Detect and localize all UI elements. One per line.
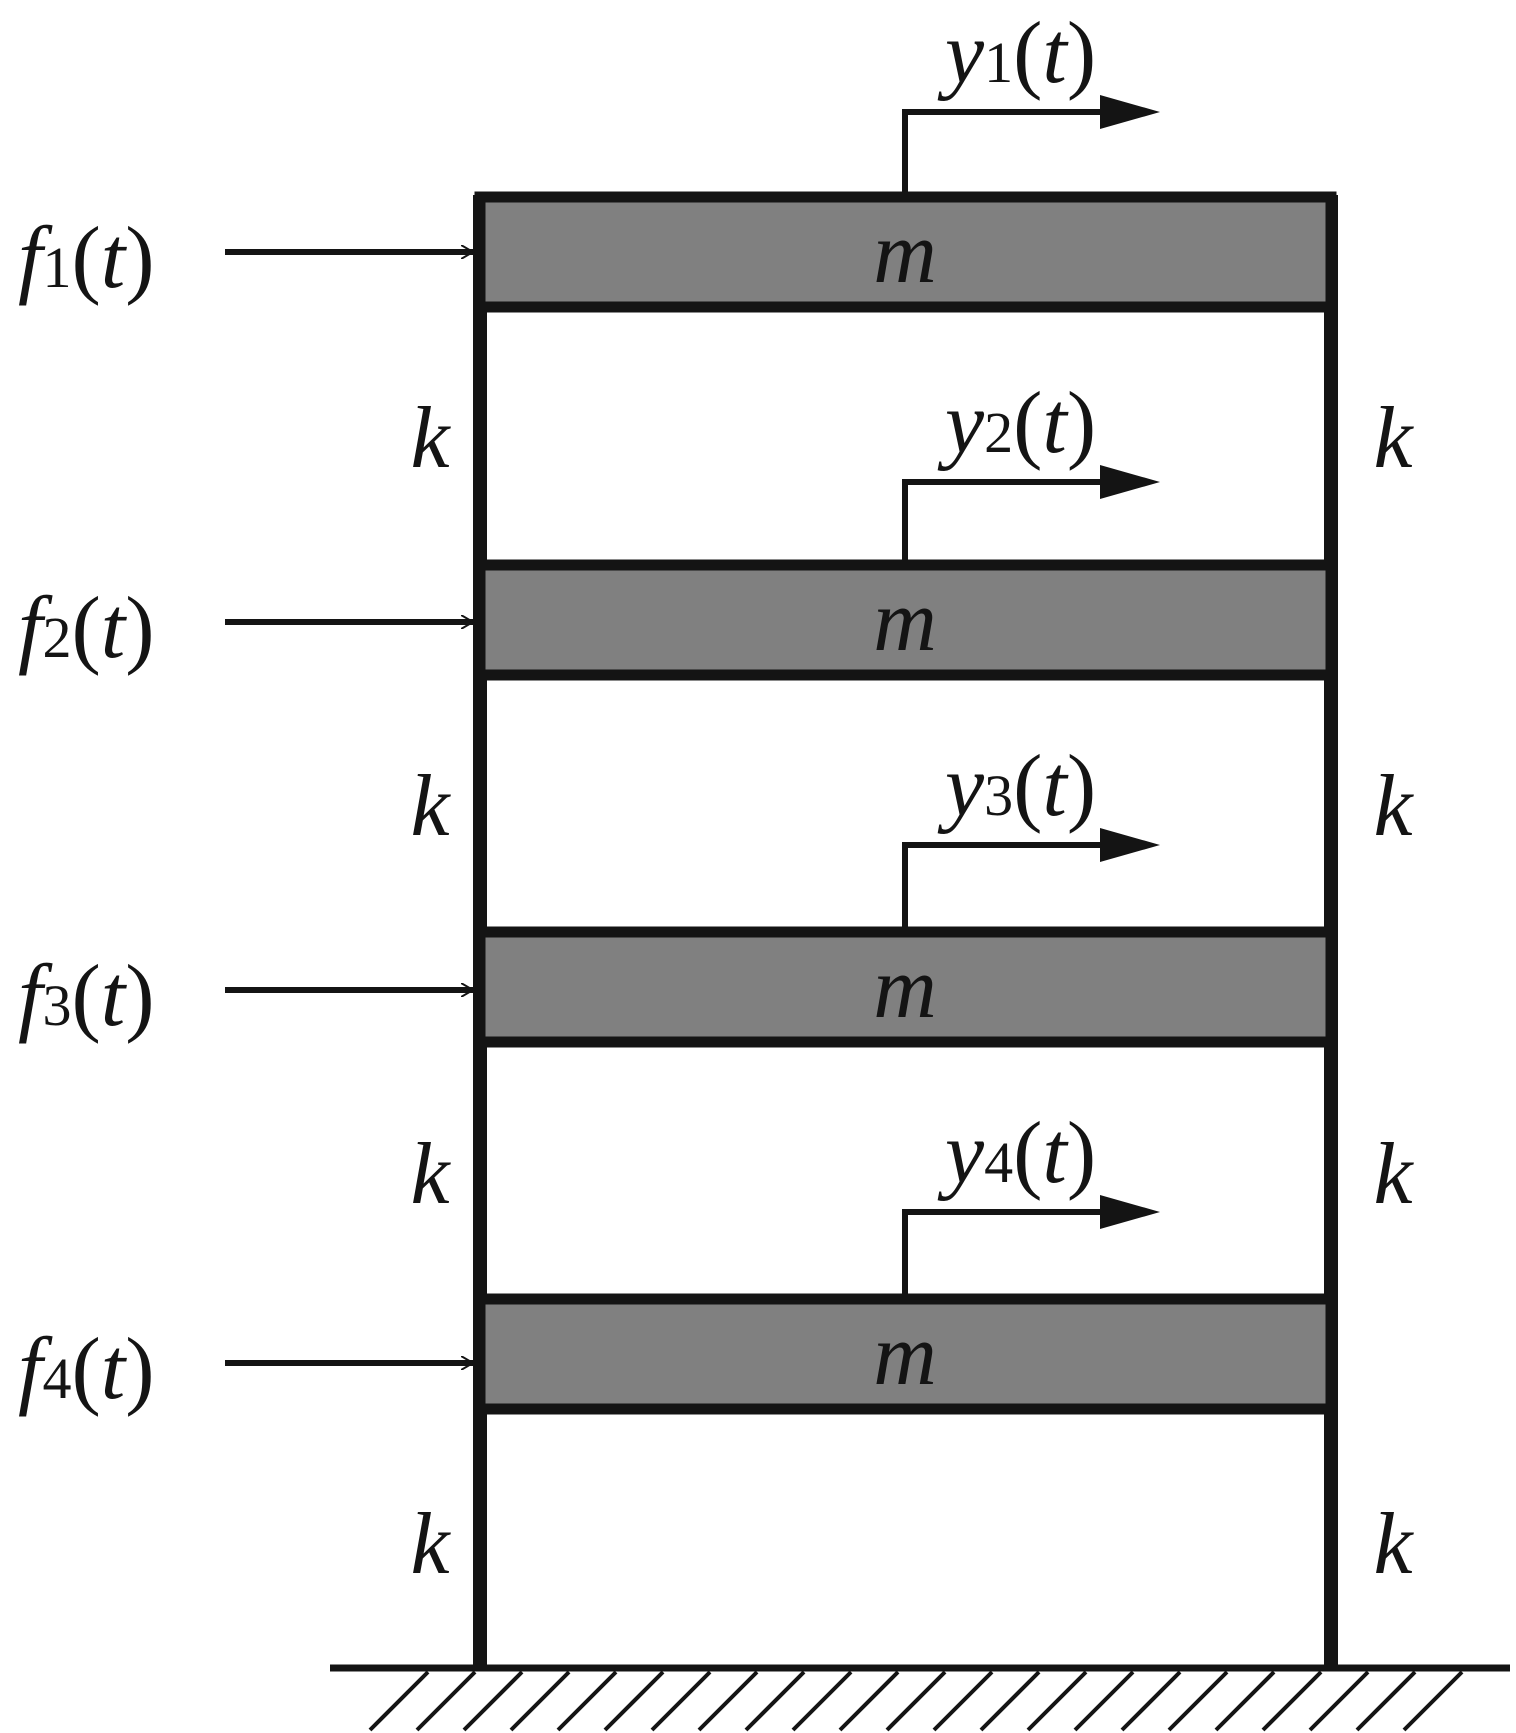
force-2: f2(t) [18,580,473,677]
hatch-line [556,1670,618,1732]
floor-2: m [474,559,1337,681]
ground-support [330,1664,1510,1732]
hatch-line [885,1670,947,1732]
floor-3: m [474,926,1337,1048]
hatch-line [1120,1670,1182,1732]
force-label-1: f1(t) [18,210,155,307]
hatch-line [1214,1670,1276,1732]
displacement-label-2: y2(t) [937,375,1096,472]
displacement-stem-2 [902,479,1110,565]
floor-1: m [474,191,1337,313]
displacement-stem-3 [902,842,1110,932]
mass-label-2: m [873,573,937,670]
hatch-line [509,1670,571,1732]
displacement-2: y2(t) [902,375,1160,565]
stiffness-left-2: k [410,758,451,855]
displacement-1: y1(t) [902,5,1160,197]
hatch-line [838,1670,900,1732]
hatch-line [1308,1670,1370,1732]
force-label-3: f3(t) [18,948,155,1045]
stiffness-right-3: k [1373,1126,1414,1223]
stiffness-right-4: k [1373,1496,1414,1593]
mass-label-4: m [873,1307,937,1404]
stiffness-left-4: k [410,1496,451,1593]
stiffness-left-1: k [410,390,451,487]
hatch-line [979,1670,1041,1732]
displacement-4: y4(t) [902,1105,1160,1299]
displacement-3: y3(t) [902,738,1160,932]
mass-label-1: m [873,205,937,302]
hatch-line [650,1670,712,1732]
hatch-line [1073,1670,1135,1732]
force-label-4: f4(t) [18,1321,155,1418]
force-label-2: f2(t) [18,580,155,677]
hatch-line [415,1670,477,1732]
displacement-label-1: y1(t) [937,5,1096,102]
displacement-stem-4 [902,1209,1110,1299]
displacement-stem-1 [902,109,1110,197]
hatch-line [1402,1670,1464,1732]
hatch-line [1355,1670,1417,1732]
hatch-line [697,1670,759,1732]
displacement-arrowhead-2 [1100,465,1160,499]
hatch-line [462,1670,524,1732]
force-4: f4(t) [18,1321,473,1418]
hatch-line [932,1670,994,1732]
force-1: f1(t) [18,210,473,307]
stiffness-left-3: k [410,1126,451,1223]
hatch-line [791,1670,853,1732]
hatch-line [1026,1670,1088,1732]
mass-block-1 [474,191,1337,313]
hatch-line [1167,1670,1229,1732]
displacement-arrowhead-3 [1100,828,1160,862]
ground-hatching [368,1670,1464,1732]
displacement-arrowhead-4 [1100,1195,1160,1229]
hatch-line [368,1670,430,1732]
displacement-label-3: y3(t) [937,738,1096,835]
hatch-line [1261,1670,1323,1732]
stiffness-right-2: k [1373,758,1414,855]
stiffness-right-1: k [1373,390,1414,487]
mass-block-3 [474,926,1337,1048]
displacement-label-4: y4(t) [937,1105,1096,1202]
hatch-line [744,1670,806,1732]
displacement-arrowhead-1 [1100,95,1160,129]
hatch-line [603,1670,665,1732]
force-3: f3(t) [18,948,473,1045]
floor-4: m [474,1293,1337,1415]
mass-block-4 [474,1293,1337,1415]
mass-label-3: m [873,940,937,1037]
